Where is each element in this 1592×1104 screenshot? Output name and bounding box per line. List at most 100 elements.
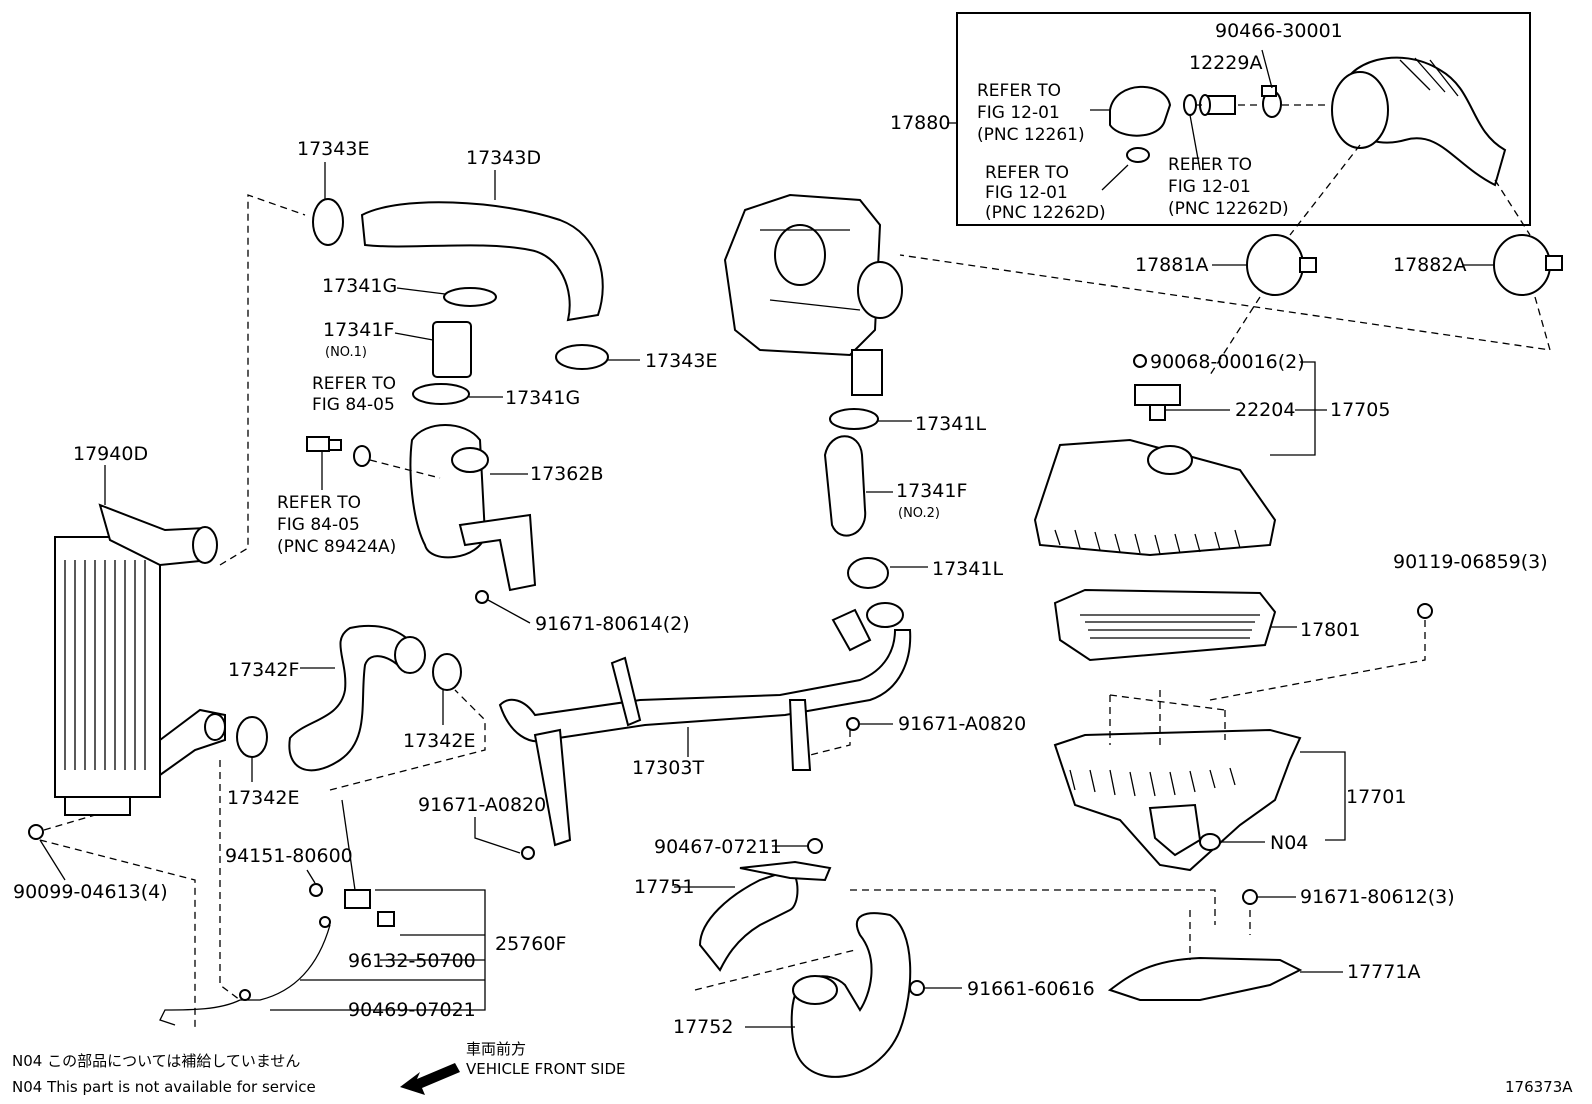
mass-air-flow-sensor-22204 [1134, 384, 1181, 421]
label-90119-06859: 90119-06859(3) [1393, 551, 1548, 573]
bolt-90467-07211 [807, 838, 823, 854]
bolt-91671-80612 [1242, 889, 1258, 905]
label-17801: 17801 [1300, 619, 1360, 641]
air-cleaner-cap-17705 [1033, 438, 1277, 557]
label-17705: 17705 [1330, 399, 1390, 421]
clamp-17343E-mid [555, 344, 609, 370]
label-17342E-left: 17342E [227, 787, 299, 809]
hose-17342F [288, 624, 426, 772]
label-90099-04613: 90099-04613(4) [13, 881, 168, 903]
label-17362B: 17362B [530, 463, 603, 485]
label-17341F-no2: 17341F [896, 480, 967, 502]
resonator-ref-12261 [1109, 85, 1172, 137]
hose-fitting-12229A [1199, 94, 1236, 116]
label-91671-80614: 91671-80614(2) [535, 613, 690, 635]
label-17341G-mid: 17341G [505, 387, 580, 409]
turbocharger [723, 193, 903, 396]
clamp-17341L-bottom [847, 557, 889, 589]
bolt-90119-06859 [1417, 603, 1433, 619]
clip-ref-12262d-2 [1126, 147, 1150, 163]
air-cleaner-hose-17880 [1331, 56, 1507, 187]
pipe-17362B [409, 424, 537, 592]
ref-pnc-12261: (PNC 12261) [977, 125, 1085, 145]
label-17881A: 17881A [1135, 254, 1208, 276]
vacuum-hose-assembly-25760F [159, 799, 395, 1026]
label-17882A: 17882A [1393, 254, 1466, 276]
insulator-17771A [1107, 956, 1303, 1001]
intercooler-17940D [54, 503, 226, 816]
pipe-17303T [498, 602, 912, 847]
clip-ref-12262d [1183, 94, 1197, 116]
label-17751: 17751 [634, 876, 694, 898]
gasket-ref-84-05 [353, 445, 371, 467]
label-90467-07211: 90467-07211 [654, 836, 782, 858]
label-17343E-mid: 17343E [645, 350, 717, 372]
note-n04-japanese: N04 この部品については補給していません [12, 1052, 300, 1070]
label-17880: 17880 [890, 112, 950, 134]
clamp-17341L-top [829, 408, 879, 430]
label-12229A: 12229A [1189, 52, 1262, 74]
ref-pnc-89424a: (PNC 89424A) [277, 537, 396, 557]
label-17341G-top: 17341G [322, 275, 397, 297]
label-17342F: 17342F [228, 659, 299, 681]
clamp-17341G-top [443, 287, 497, 307]
ref-fig-12-01-b-line1: REFER TO [985, 163, 1069, 183]
label-N04: N04 [1270, 832, 1308, 854]
label-90068-00016: 90068-00016(2) [1150, 351, 1305, 373]
ref-fig-12-01-c-line1: REFER TO [1168, 155, 1252, 175]
label-91671-A0820-b: 91671-A0820 [898, 713, 1026, 735]
ref-fig-84-05-a-line1: REFER TO [312, 374, 396, 394]
hose-17341F-no2 [823, 435, 867, 537]
inset-box-17880 [956, 12, 1531, 226]
figure-id: 176373A [1505, 1078, 1573, 1096]
label-17303T: 17303T [632, 757, 704, 779]
clamp-17341G-mid [412, 383, 470, 405]
label-17341L-bottom: 17341L [932, 558, 1003, 580]
label-17752: 17752 [673, 1016, 733, 1038]
label-22204: 22204 [1235, 399, 1295, 421]
clamp-17343E-top [312, 198, 344, 246]
bolt-91671-A0820-a [521, 846, 535, 860]
air-filter-17801 [1053, 588, 1277, 662]
clamp-17881A [1246, 234, 1317, 296]
label-17342E-right: 17342E [403, 730, 475, 752]
front-arrow-icon [400, 1063, 460, 1095]
ref-pnc-12262d-b: (PNC 12262D) [985, 203, 1106, 223]
clip-94151-80600 [309, 883, 323, 897]
hose-17341F-no1 [432, 321, 472, 378]
label-17343E-top: 17343E [297, 138, 369, 160]
bolt-90099-04613 [28, 824, 44, 840]
ref-fig-84-05-b-line1: REFER TO [277, 493, 361, 513]
bolt-91671-A0820-b [846, 717, 860, 731]
label-90466-30001: 90466-30001 [1215, 20, 1343, 42]
label-17701: 17701 [1346, 786, 1406, 808]
ref-fig-12-01-a-line2: FIG 12-01 [977, 103, 1060, 123]
screw-90068-00016 [1133, 354, 1147, 368]
label-96132-50700: 96132-50700 [348, 950, 476, 972]
label-17940D: 17940D [73, 443, 148, 465]
ref-fig-84-05-b-line2: FIG 84-05 [277, 515, 360, 535]
clamp-90466-30001 [1261, 85, 1282, 118]
label-94151-80600: 94151-80600 [225, 845, 353, 867]
label-17343D: 17343D [466, 147, 541, 169]
label-90469-07021: 90469-07021 [348, 999, 476, 1021]
note-n04-english: N04 This part is not available for servi… [12, 1078, 316, 1096]
clamp-17882A [1493, 234, 1563, 296]
clamp-17342E-left [236, 716, 268, 758]
label-17341L-top: 17341L [915, 413, 986, 435]
ref-fig-12-01-b-line2: FIG 12-01 [985, 183, 1068, 203]
ref-fig-84-05-a-line2: FIG 84-05 [312, 395, 395, 415]
label-17341F-no1: 17341F [323, 319, 394, 341]
ref-fig-12-01-c-line2: FIG 12-01 [1168, 177, 1251, 197]
ref-pnc-12262d-c: (PNC 12262D) [1168, 199, 1289, 219]
ref-fig-12-01-a-line1: REFER TO [977, 81, 1061, 101]
label-25760F: 25760F [495, 933, 566, 955]
sensor-ref-89424a [306, 436, 342, 452]
hose-17343D [360, 201, 604, 322]
label-91671-A0820-a: 91671-A0820 [418, 794, 546, 816]
duct-17752 [790, 912, 912, 1078]
label-91661-60616: 91661-60616 [967, 978, 1095, 1000]
air-cleaner-case-17701 [1053, 728, 1302, 872]
